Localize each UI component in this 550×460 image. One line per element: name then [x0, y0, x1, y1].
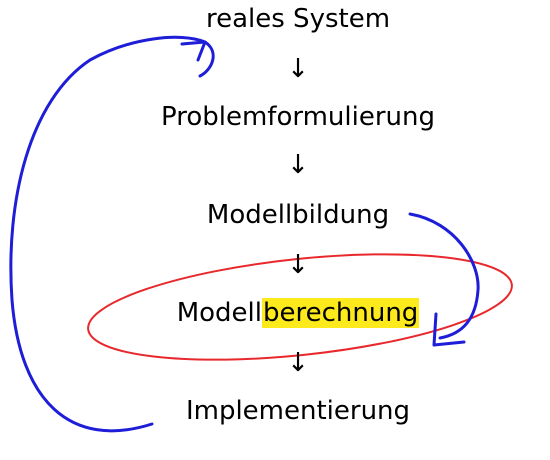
step-implementierung: Implementierung	[185, 396, 411, 426]
arrow-down-2: ↓	[287, 150, 309, 180]
step-reales-system: reales System	[205, 4, 391, 34]
step-modellberechnung: Modellberechnung	[0, 297, 550, 329]
step-modellberechnung-plain: Modell	[176, 298, 262, 328]
highlight-berechnung: berechnung	[261, 298, 420, 328]
feedback-arrow-right	[408, 212, 480, 340]
arrow-down-1: ↓	[287, 54, 309, 84]
arrow-down-3: ↓	[287, 250, 309, 280]
arrow-down-4: ↓	[287, 348, 309, 378]
step-modellbildung: Modellbildung	[206, 200, 390, 230]
loop-ellipse	[87, 253, 513, 361]
feedback-arrowhead-right	[432, 312, 466, 347]
feedback-arrowhead-left	[180, 40, 207, 62]
step-problemformulierung: Problemformulierung	[161, 102, 435, 132]
